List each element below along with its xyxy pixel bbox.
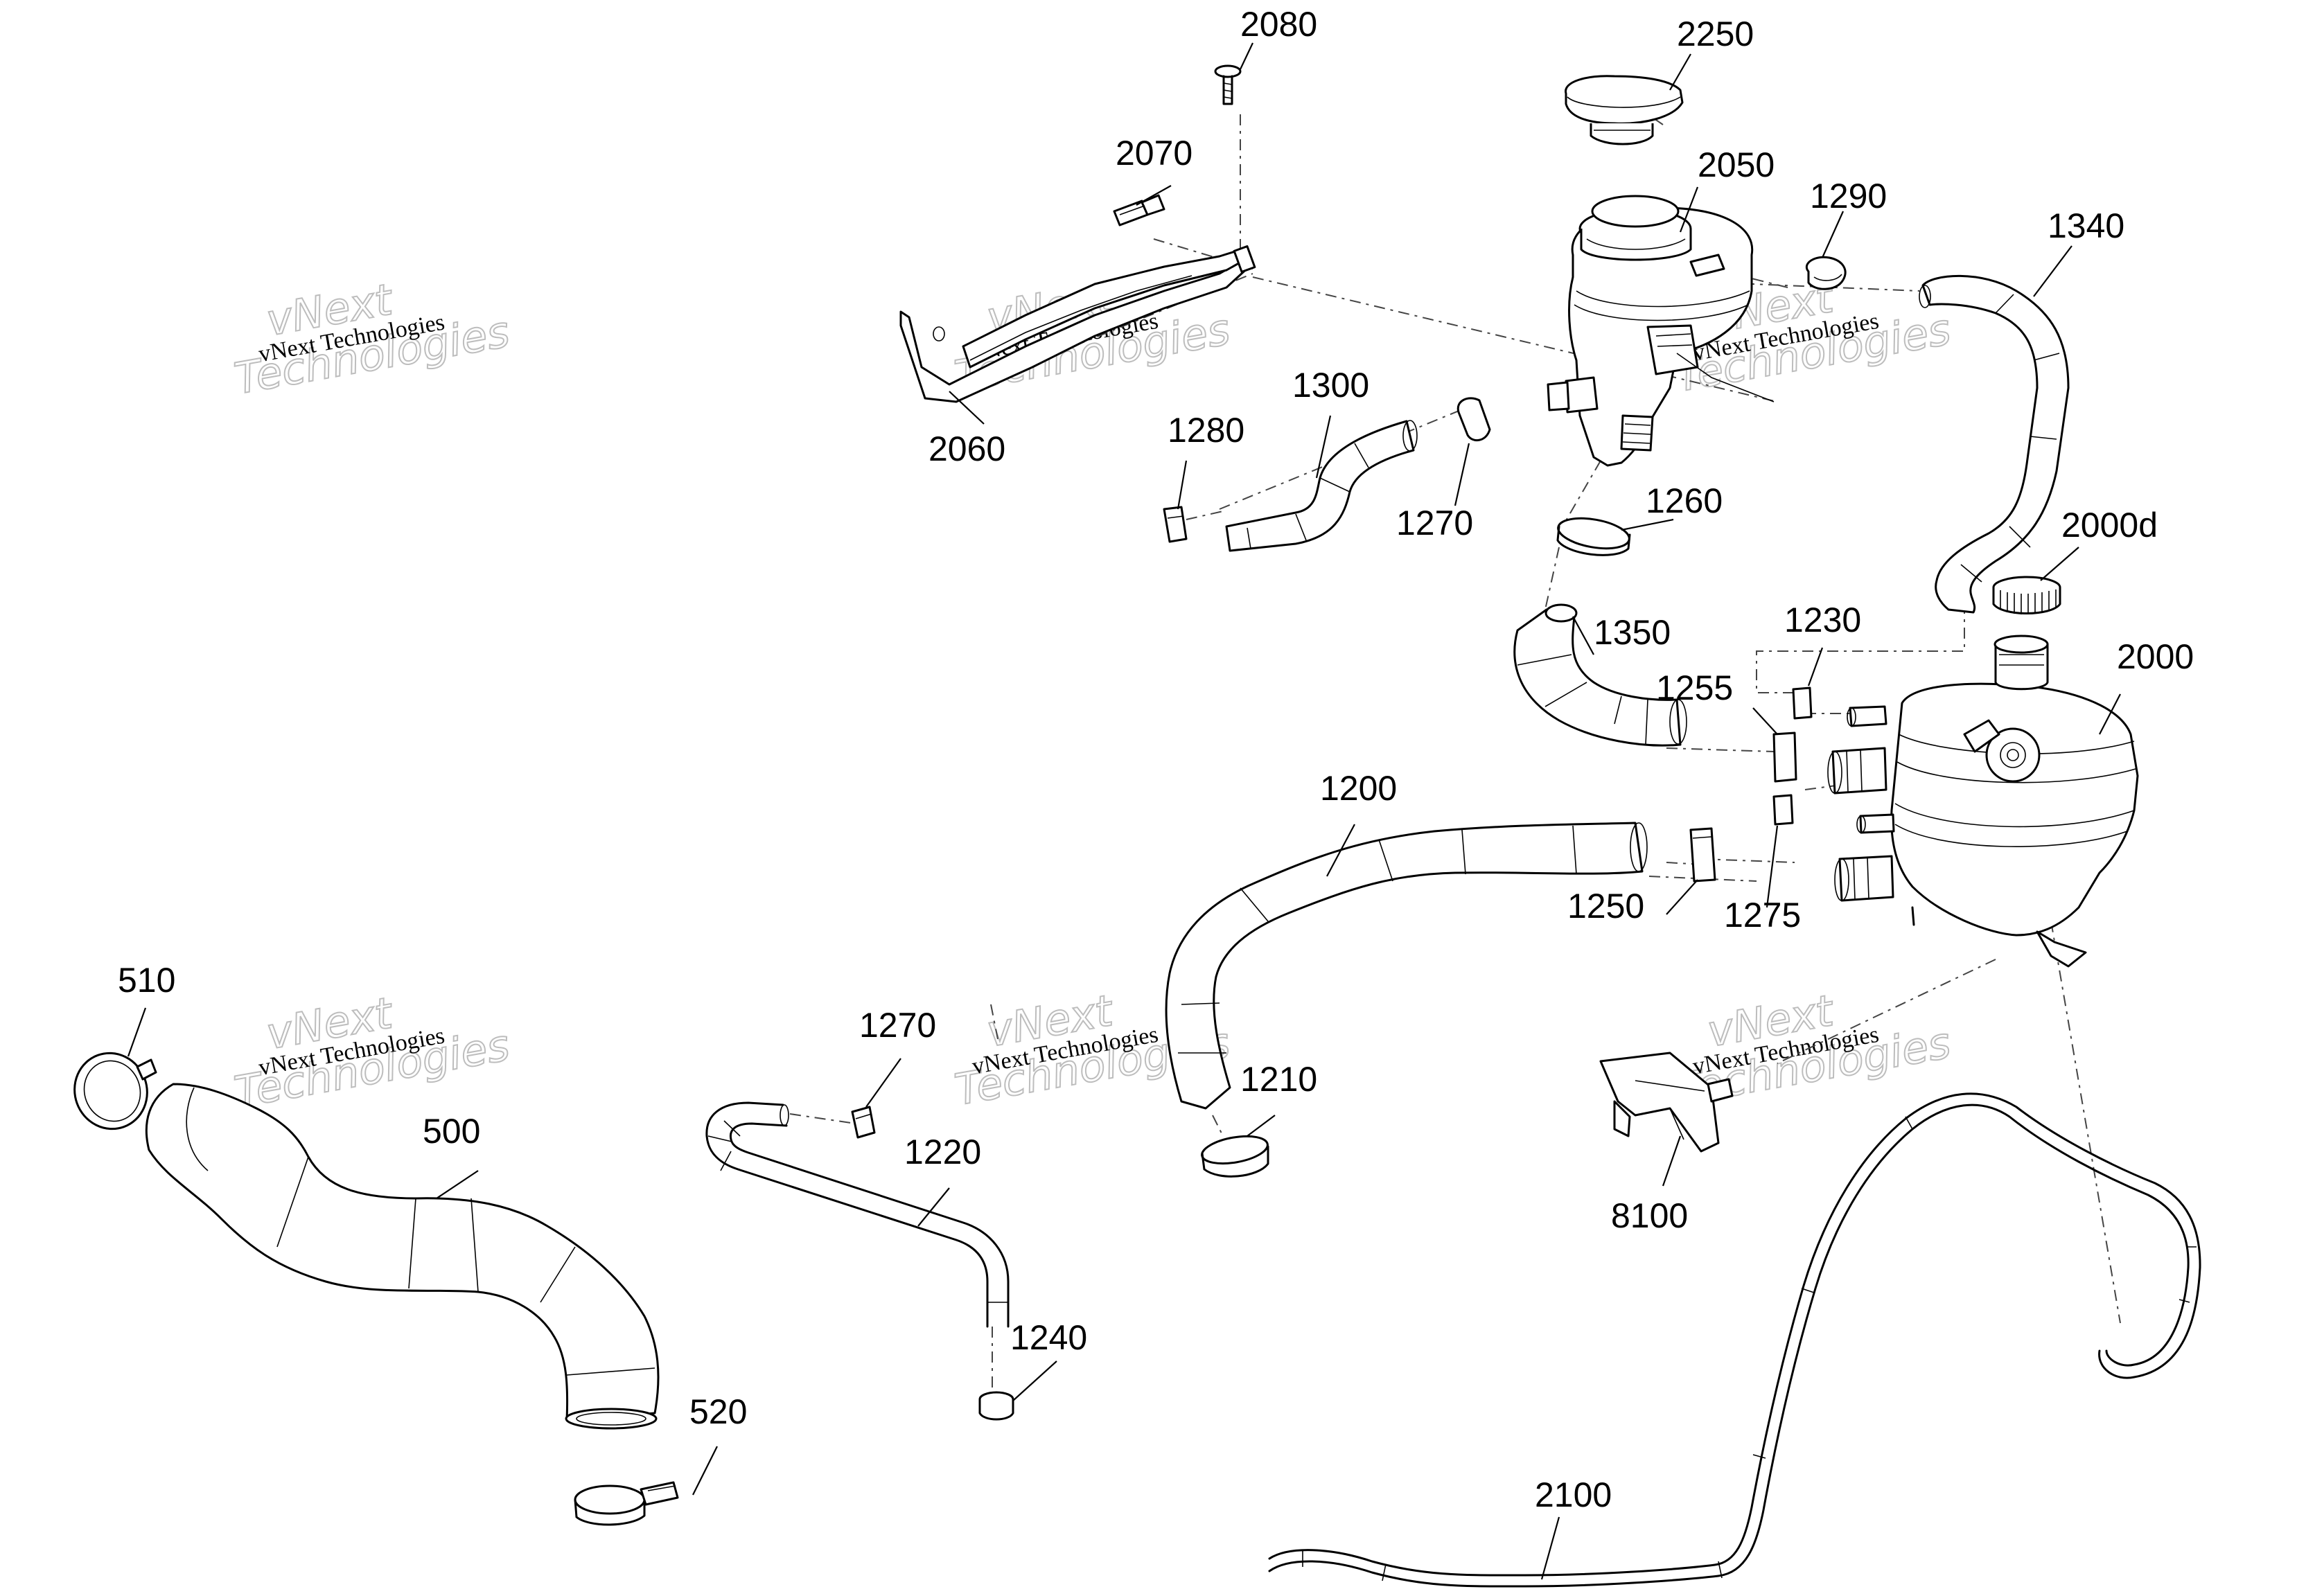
part-510-clamp bbox=[73, 1052, 157, 1130]
part-1350-hose bbox=[1513, 603, 1687, 747]
callout-520: 520 bbox=[689, 1392, 747, 1431]
callout-1270-top: 1270 bbox=[1396, 504, 1473, 542]
callout-1270-bottom: 1270 bbox=[859, 1006, 936, 1045]
callout-1240: 1240 bbox=[1010, 1318, 1087, 1357]
part-500-hose bbox=[145, 1083, 660, 1430]
callout-1350: 1350 bbox=[1594, 613, 1671, 652]
part-1210-clamp bbox=[1201, 1135, 1269, 1178]
part-1290-clamp bbox=[1806, 256, 1847, 290]
callout-labels: 2080 2250 2070 2050 1290 1340 2060 1300 … bbox=[118, 5, 2194, 1514]
callout-2000d: 2000d bbox=[2061, 506, 2158, 544]
part-1200-hose bbox=[1165, 822, 1648, 1110]
part-1240-cap bbox=[978, 1391, 1014, 1421]
part-520-clamp bbox=[574, 1481, 679, 1526]
part-8100-guide bbox=[1599, 1052, 1734, 1153]
part-1220-hose bbox=[705, 1101, 1010, 1328]
part-2080-screw bbox=[1214, 64, 1242, 105]
callout-1280: 1280 bbox=[1168, 411, 1244, 450]
callout-2080: 2080 bbox=[1240, 5, 1317, 44]
callout-500: 500 bbox=[423, 1112, 480, 1151]
callout-8100: 8100 bbox=[1611, 1196, 1688, 1235]
part-1250-clamp bbox=[1689, 827, 1716, 883]
part-2060-bracket bbox=[899, 245, 1256, 403]
part-1275-clamp bbox=[1772, 794, 1794, 826]
watermark-left-bottom: vNext Technologies vNext Technologies bbox=[230, 986, 514, 1118]
part-2000d-cap bbox=[1992, 576, 2061, 614]
callout-1260: 1260 bbox=[1646, 481, 1723, 520]
callout-2250: 2250 bbox=[1677, 15, 1754, 53]
part-2250-cap bbox=[1565, 75, 1684, 145]
callout-2070: 2070 bbox=[1116, 134, 1192, 172]
part-2070-bolt bbox=[1113, 194, 1165, 227]
callout-1210: 1210 bbox=[1240, 1060, 1317, 1099]
part-1255-clamp bbox=[1772, 732, 1797, 783]
part-2000-reservoir bbox=[1827, 635, 2139, 968]
callout-1230: 1230 bbox=[1784, 601, 1861, 639]
callout-1340: 1340 bbox=[2048, 206, 2124, 245]
callout-1255: 1255 bbox=[1656, 668, 1733, 707]
callout-510: 510 bbox=[118, 961, 175, 1000]
callout-1200: 1200 bbox=[1320, 769, 1397, 808]
watermark-left-top: vNext Technologies vNext Technologies bbox=[230, 273, 514, 405]
callout-2100: 2100 bbox=[1535, 1475, 1612, 1514]
callout-2050: 2050 bbox=[1698, 145, 1775, 184]
leader-lines bbox=[127, 42, 2121, 1580]
callout-1300: 1300 bbox=[1292, 366, 1369, 405]
callout-2060: 2060 bbox=[928, 429, 1005, 468]
callout-1275: 1275 bbox=[1724, 896, 1801, 934]
part-1280-clamp bbox=[1163, 506, 1188, 543]
part-1260-clamp bbox=[1556, 517, 1631, 556]
part-1270-clamp-top bbox=[1456, 397, 1491, 441]
callout-1250: 1250 bbox=[1567, 887, 1644, 925]
part-1340-hose bbox=[1919, 274, 2070, 614]
callout-1290: 1290 bbox=[1810, 177, 1887, 215]
callout-2000: 2000 bbox=[2117, 637, 2194, 676]
part-1230-clamp bbox=[1792, 686, 1813, 720]
part-1270-clamp-bottom bbox=[851, 1106, 876, 1139]
part-1300-hose bbox=[1225, 420, 1418, 552]
callout-1220: 1220 bbox=[904, 1133, 981, 1171]
part-2050-expansion-bottle bbox=[1547, 195, 1775, 467]
part-2100-line bbox=[1268, 1092, 2201, 1588]
